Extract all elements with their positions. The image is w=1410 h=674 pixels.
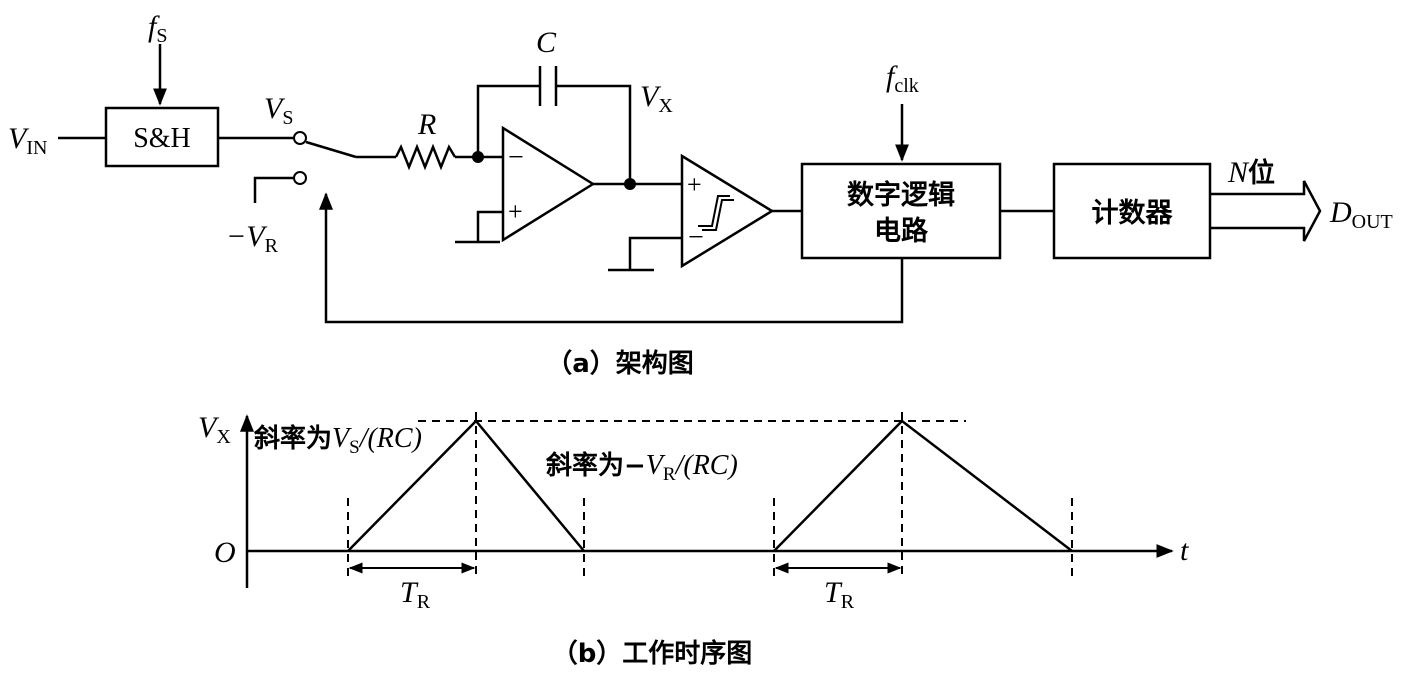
switch-terminal-vr <box>293 171 307 185</box>
switch-blade <box>305 140 357 159</box>
slope-down-label: 斜率为−VR/(RC) <box>545 450 738 485</box>
timing-diagram: VX O t 斜率为VS/(RC) 斜率为−VR/(RC) TR TR （b）工… <box>198 411 1189 669</box>
vx-label: VX <box>640 80 673 117</box>
origin-label: O <box>214 536 236 569</box>
comp-minus: − <box>688 222 704 253</box>
y-axis-label: VX <box>198 411 231 448</box>
vx-node <box>624 178 636 190</box>
caption-a: （a）架构图 <box>546 349 694 379</box>
neg-vr-label: −VR <box>226 220 279 257</box>
resistor <box>394 143 457 171</box>
vx-waveform-2 <box>773 419 1073 552</box>
fclk-label: fclk <box>886 60 919 97</box>
r-label: R <box>417 108 436 141</box>
cap-right-wire <box>556 84 632 184</box>
hysteresis-symbol <box>698 195 730 227</box>
nbit-label: N位 <box>1227 156 1275 189</box>
digital-logic-label-1: 数字逻辑 <box>847 179 955 211</box>
opamp-plus: + <box>508 197 523 226</box>
vr-wire <box>253 176 294 203</box>
feedback-line <box>319 192 904 324</box>
caption-b: （b）工作时序图 <box>552 638 753 669</box>
slope-up-label: 斜率为VS/(RC) <box>253 423 422 458</box>
sample-hold-label: S&H <box>133 123 191 154</box>
cap-left-wire <box>476 84 540 157</box>
comp-ground-wire <box>628 236 682 270</box>
vs-label: VS <box>264 92 293 129</box>
hysteresis-symbol-2 <box>702 199 734 231</box>
digital-logic-label-2: 电路 <box>874 215 929 247</box>
integrator-opamp <box>501 125 596 243</box>
c-label: C <box>536 26 557 59</box>
switch-terminal-vs <box>293 131 307 145</box>
comp-plus: + <box>687 170 702 199</box>
tr-label-1: TR <box>400 576 431 613</box>
opamp-ground-wire <box>476 210 503 242</box>
t-axis-label: t <box>1180 534 1189 567</box>
counter-label: 计数器 <box>1092 198 1174 229</box>
output-bus-arrow <box>1210 180 1322 242</box>
vin-label: VIN <box>8 122 47 159</box>
comparator <box>680 153 775 269</box>
tr-label-2: TR <box>824 576 855 613</box>
vx-waveform-1 <box>347 419 585 552</box>
dout-label: DOUT <box>1329 196 1393 233</box>
architecture-diagram: VIN fS S&H VS −VR R − + C <box>8 10 1393 379</box>
opamp-minus: − <box>508 142 524 173</box>
counter-block <box>1052 162 1212 260</box>
fs-label: fS <box>148 10 167 47</box>
